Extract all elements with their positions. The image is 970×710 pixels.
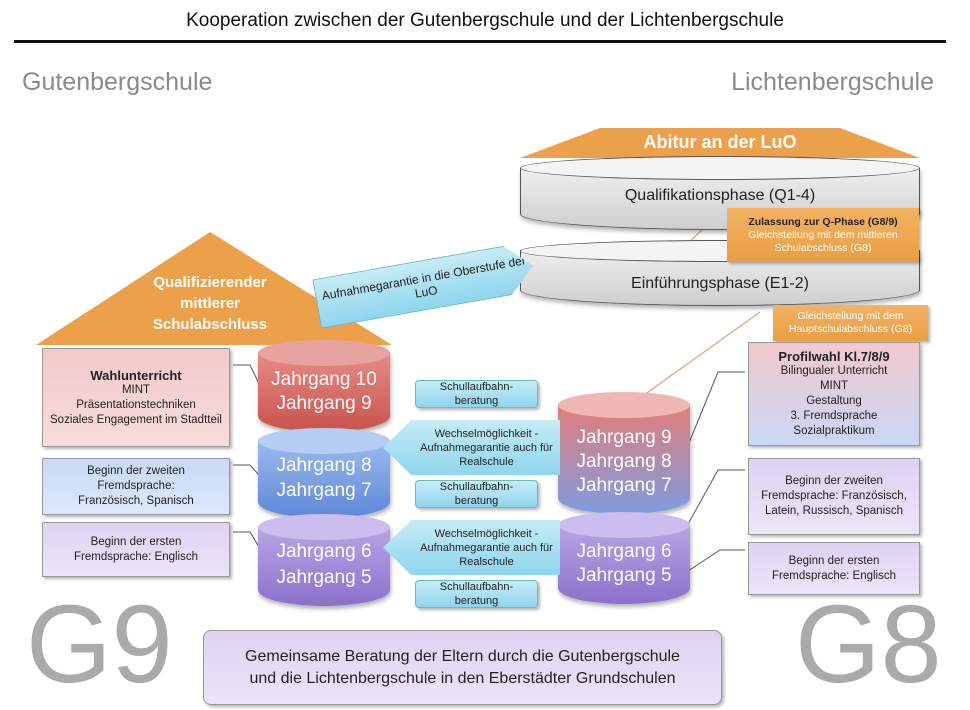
- g8-cylinder-9-8-7: Jahrgang 9 Jahrgang 8 Jahrgang 7: [558, 392, 690, 514]
- cylinder-label: Jahrgang 8: [576, 451, 672, 472]
- box-line: Bilingualer Unterricht: [780, 365, 888, 377]
- box-line: 3. Fremdsprache: [790, 410, 878, 422]
- box-line: Soziales Engagement im Stadtteil: [50, 413, 222, 426]
- bottom-beratung-box: Gemeinsame Beratung der Eltern durch die…: [203, 630, 722, 705]
- right-second-language-box: Beginn der zweiten Fremdsprache: Französ…: [748, 458, 920, 535]
- cylinder-label: Jahrgang 5: [276, 567, 372, 588]
- wahlunterricht-box: Wahlunterricht MINT Präsentationstechnik…: [42, 348, 230, 447]
- left-school-label: Gutenbergschule: [22, 68, 213, 96]
- zulassung-title: Zulassung zur Q-Phase (G8/9): [748, 215, 898, 228]
- cylinder-label: Jahrgang 9: [276, 393, 372, 414]
- beratung-box: Schullaufbahn-beratung: [415, 480, 538, 508]
- wechsel-callout: Wechselmöglichkeit - Aufnahmegarantie au…: [383, 520, 560, 575]
- cylinder-label: Jahrgang 9: [576, 427, 672, 448]
- g9-cylinder-10-9: Jahrgang 10 Jahrgang 9: [258, 340, 390, 432]
- box-line: Präsentationstechniken: [76, 398, 196, 411]
- cylinder-label: Jahrgang 5: [576, 565, 672, 586]
- cylinder-label: Jahrgang 7: [276, 480, 372, 501]
- left-roof-label: Qualifizierender mittlerer Schulabschlus…: [152, 274, 268, 333]
- box-title: Profilwahl Kl.7/8/9: [778, 349, 890, 364]
- beratung-box: Schullaufbahn-beratung: [415, 580, 538, 608]
- abitur-roof: [520, 128, 920, 158]
- box-title: Wahlunterricht: [90, 367, 182, 383]
- box-line: MINT: [121, 383, 151, 396]
- profilwahl-box: Profilwahl Kl.7/8/9 Bilingualer Unterric…: [748, 342, 920, 446]
- q-phase-label: Qualifikationsphase (Q1-4): [624, 187, 816, 204]
- beratung-box: Schullaufbahn-beratung: [415, 380, 538, 408]
- zulassung-box: Zulassung zur Q-Phase (G8/9) Gleichstell…: [727, 208, 919, 262]
- zulassung-text: Gleichstellung mit dem mittleren Schulab…: [748, 228, 898, 254]
- cylinder-label: Jahrgang 7: [576, 475, 672, 496]
- hauptschul-box: Gleichstellung mit dem Hauptschulabschlu…: [773, 305, 928, 341]
- title-divider: [14, 40, 946, 43]
- g9-cylinder-8-7: Jahrgang 8 Jahrgang 7: [258, 428, 390, 518]
- cylinder-label: Jahrgang 6: [576, 541, 672, 562]
- cylinder-label: Jahrgang 8: [276, 455, 372, 476]
- cylinder-label: Jahrgang 10: [271, 369, 377, 390]
- e-phase-label: Einführungsphase (E1-2): [631, 275, 809, 292]
- box-line: Sozialpraktikum: [793, 425, 875, 437]
- left-first-language-box: Beginn der ersten Fremdsprache: Englisch: [42, 522, 230, 577]
- right-school-label: Lichtenbergschule: [731, 68, 934, 96]
- left-roof: [36, 232, 392, 345]
- box-line: Gestaltung: [806, 395, 862, 407]
- abitur-label: Abitur an der LuO: [643, 132, 797, 152]
- left-second-language-box: Beginn der zweiten Fremdsprache: Französ…: [42, 458, 230, 515]
- box-line: MINT: [819, 380, 849, 392]
- slide-title: Kooperation zwischen der Gutenbergschule…: [186, 10, 784, 31]
- wechsel-callout: Wechselmöglichkeit - Aufnahmegarantie au…: [383, 420, 560, 475]
- right-first-language-box: Beginn der ersten Fremdsprache: Englisch: [748, 542, 920, 595]
- cylinder-label: Jahrgang 6: [276, 541, 372, 562]
- g9-cylinder-6-5: Jahrgang 6 Jahrgang 5: [258, 514, 390, 606]
- g8-label: G8: [795, 583, 942, 706]
- g9-label: G9: [26, 583, 173, 706]
- g8-cylinder-6-5: Jahrgang 6 Jahrgang 5: [558, 512, 690, 604]
